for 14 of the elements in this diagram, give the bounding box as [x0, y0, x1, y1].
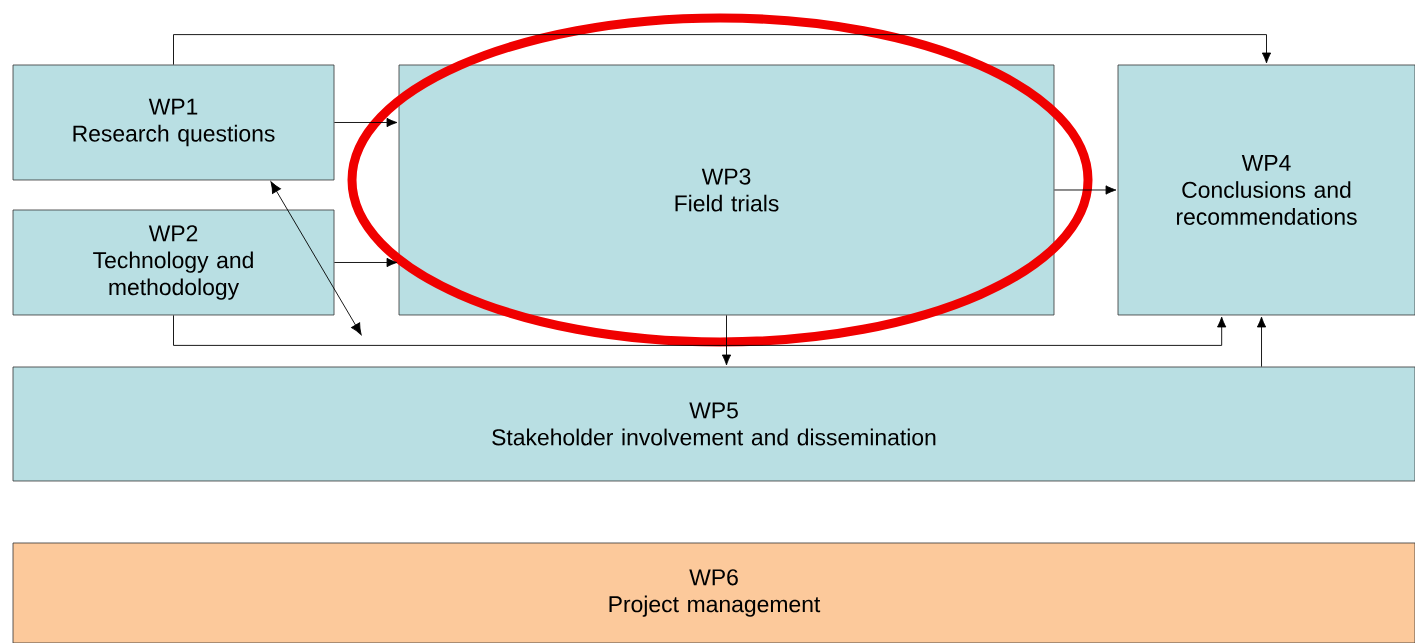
arrow [721, 314, 732, 366]
arrow [173, 34, 1272, 66]
work-package-box: WP6 Project management [12, 542, 1415, 643]
work-package-box: WP1 Research questions [12, 64, 335, 181]
arrow [270, 181, 362, 335]
work-package-box: WP4 Conclusions and recommendations [1117, 64, 1415, 316]
arrow [333, 257, 398, 268]
work-package-box: WP5 Stakeholder involvement and dissemination [12, 366, 1415, 482]
work-package-box: WP2 Technology and methodology [12, 209, 335, 316]
arrow [1053, 185, 1117, 195]
arrow [333, 117, 398, 128]
work-package-box: WP3 Field trials [398, 64, 1055, 316]
arrow [1256, 316, 1267, 368]
arrow [173, 314, 1227, 346]
